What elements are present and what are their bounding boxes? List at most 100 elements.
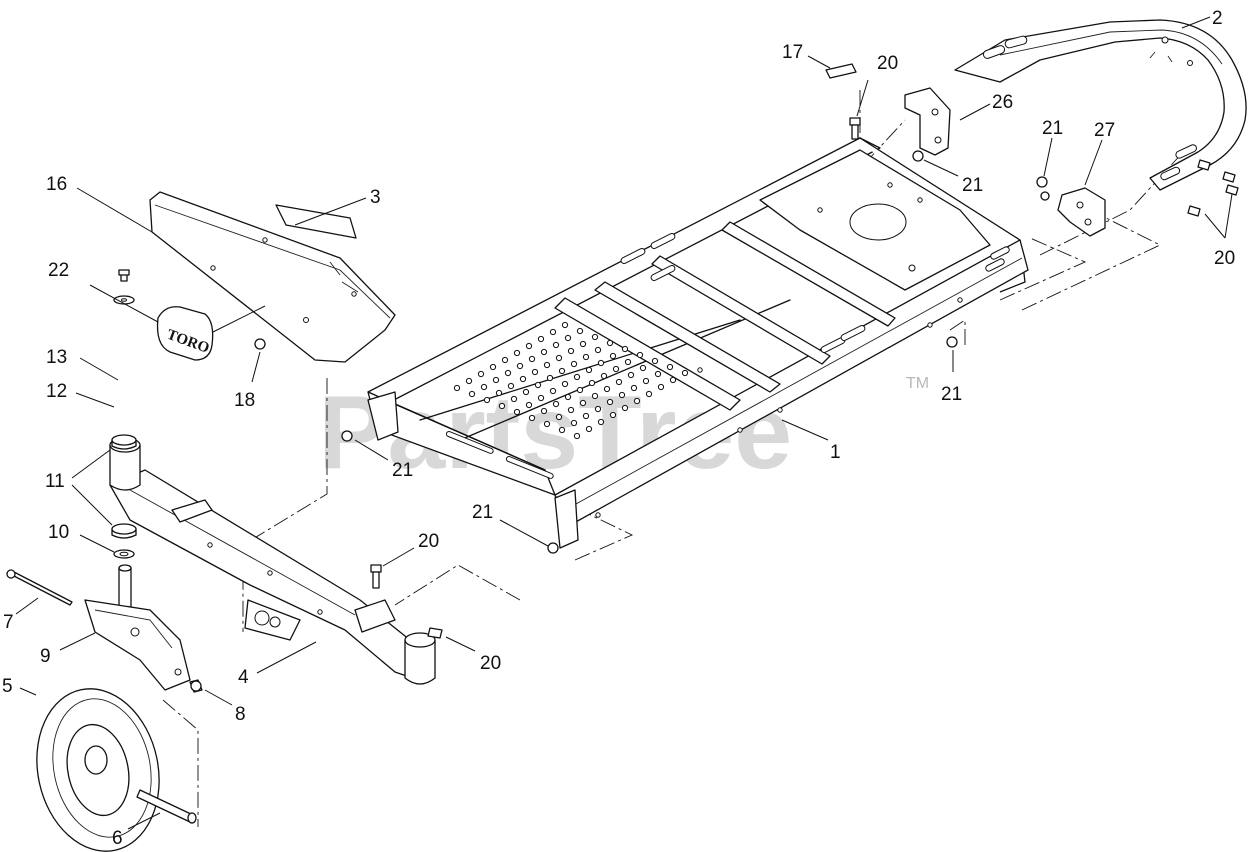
deck-hole [498, 402, 506, 410]
deck-hole [555, 413, 563, 421]
nut-21-right [946, 336, 958, 348]
decal-3 [275, 204, 357, 239]
deck-hole [603, 385, 611, 393]
deck-hole [519, 375, 527, 383]
deck-hole [546, 374, 554, 382]
callout-21-front: 21 [472, 502, 493, 523]
deck-hole [627, 371, 635, 379]
deck-hole [537, 394, 545, 402]
deck-hole [609, 352, 617, 360]
deck-hole [477, 370, 485, 378]
deck-hole [609, 411, 617, 419]
deck-hole [645, 390, 653, 398]
deck-hole [492, 376, 500, 384]
callout-4: 4 [238, 667, 249, 688]
deck-hole [597, 418, 605, 426]
caster-wheel [36, 688, 197, 852]
deck-hole [564, 334, 572, 342]
deck-hole [615, 378, 623, 386]
callout-1: 1 [830, 442, 841, 463]
callout-18: 18 [234, 390, 255, 411]
deck-hole [606, 339, 614, 347]
caster-fork [6, 564, 203, 693]
deck-hole [501, 356, 509, 364]
callout-6: 6 [112, 828, 123, 849]
deck-hole [588, 379, 596, 387]
deck-hole [543, 420, 551, 428]
deck-hole [600, 372, 608, 380]
deck-hole [558, 426, 566, 434]
deck-hole [561, 380, 569, 388]
deck-hole [480, 383, 488, 391]
deck-hole [576, 386, 584, 394]
callout-22: 22 [48, 260, 69, 281]
deck-hole [624, 358, 632, 366]
deck-hole [633, 397, 641, 405]
deck-hole [537, 335, 545, 343]
deck-hole [636, 351, 644, 359]
front-axle [109, 437, 436, 685]
callout-12: 12 [46, 381, 67, 402]
deck-hole [591, 392, 599, 400]
deck-hole [573, 373, 581, 381]
deck-hole [504, 369, 512, 377]
deck-hole [621, 345, 629, 353]
deck-hole [651, 357, 659, 365]
deck-hole [567, 406, 575, 414]
front-panel [149, 191, 396, 363]
callout-7: 7 [3, 612, 14, 633]
callout-16: 16 [46, 174, 67, 195]
deck-hole [549, 328, 557, 336]
deck-hole [507, 382, 515, 390]
bolt-20-side [427, 627, 443, 639]
deck-hole [558, 367, 566, 375]
deck-hole [513, 408, 521, 416]
bracket-27 [1057, 187, 1106, 237]
deck-hole [606, 398, 614, 406]
deck-hole [516, 362, 524, 370]
deck-hole [513, 349, 521, 357]
deck-hole [582, 412, 590, 420]
deck-hole [585, 425, 593, 433]
deck-hole [594, 405, 602, 413]
deck-hole [552, 400, 560, 408]
nut-21-upper [1036, 176, 1048, 188]
watermark-trademark: TM [906, 375, 929, 392]
deck-hole [525, 342, 533, 350]
callout-8: 8 [235, 704, 246, 725]
deck-hole [585, 366, 593, 374]
deck-hole [681, 369, 689, 377]
callout-21-right: 21 [941, 384, 962, 405]
deck-hole [654, 370, 662, 378]
bolt-20-handle [1187, 159, 1239, 217]
deck-hole [621, 404, 629, 412]
callout-labels: 1 2 3 4 5 6 7 8 9 10 11 12 13 16 17 18 2… [2, 8, 1235, 849]
rear-handle-bar [954, 19, 1247, 191]
bolt-20-axle [370, 564, 382, 589]
deck-perforation-grid [453, 321, 689, 440]
deck-hole [510, 395, 518, 403]
deck-hole [525, 401, 533, 409]
deck-hole [483, 396, 491, 404]
callout-13: 13 [46, 347, 67, 368]
deck-hole [594, 346, 602, 354]
fasteners [190, 117, 1239, 692]
deck-hole [528, 414, 536, 422]
deck-hole [531, 368, 539, 376]
deck-hole [582, 353, 590, 361]
nut-8 [190, 680, 202, 692]
deck-hole [630, 384, 638, 392]
deck-hole [453, 384, 461, 392]
deck-hole [489, 363, 497, 371]
leader-lines [15, 16, 1233, 830]
deck-hole [465, 377, 473, 385]
callout-27: 27 [1094, 120, 1115, 141]
deck-hole [495, 389, 503, 397]
deck-hole [543, 361, 551, 369]
deck-hole [522, 388, 530, 396]
deck-hole [567, 347, 575, 355]
deck-hole [468, 390, 476, 398]
deck-hole [579, 399, 587, 407]
callout-21-floor: 21 [392, 460, 413, 481]
